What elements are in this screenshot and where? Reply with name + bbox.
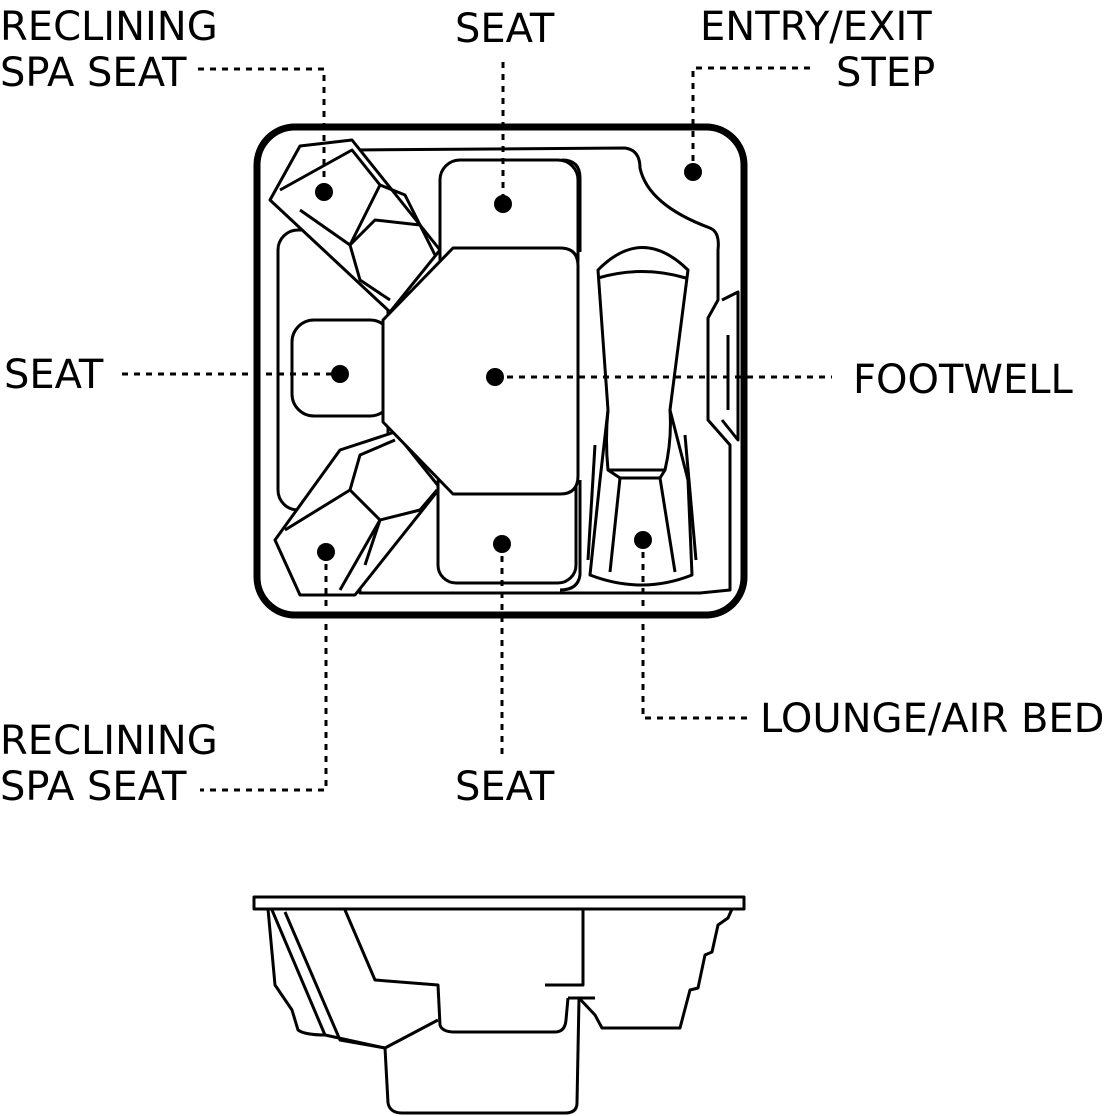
- seat-top-frame: [561, 158, 582, 252]
- label-seat-bottom: SEAT: [455, 764, 555, 810]
- side-view-footwell-step: [384, 1018, 439, 1050]
- label-reclining-bottom-1: RECLINING: [0, 718, 218, 764]
- side-view-inner-2: [283, 911, 386, 1050]
- label-seat-top: SEAT: [455, 6, 555, 52]
- side-view-seat-profile: [343, 909, 570, 1034]
- label-footwell: FOOTWELL: [853, 357, 1074, 403]
- side-view-divider: [545, 910, 585, 987]
- label-reclining-top-2: SPA SEAT: [0, 50, 187, 96]
- reclining-spa-seat-top: [268, 138, 442, 314]
- seat-bottom-frame: [559, 480, 582, 592]
- leader-lines: [122, 62, 832, 792]
- lounge-air-bed: [586, 246, 698, 587]
- spa-side-view: [252, 895, 746, 1115]
- label-reclining-top-1: RECLINING: [0, 4, 218, 50]
- side-view-shell: [266, 907, 734, 1115]
- label-entry-2: STEP: [836, 50, 935, 96]
- footwell-area: [381, 246, 580, 496]
- seat-top-dot: [494, 195, 512, 213]
- side-view-inner-1: [270, 909, 327, 1036]
- side-view-rim: [252, 895, 746, 911]
- label-lounge: LOUNGE/AIR BED: [760, 696, 1104, 742]
- label-seat-left: SEAT: [4, 352, 104, 398]
- spa-top-view: [253, 123, 748, 619]
- reclining-seat-top-dot: [315, 183, 333, 201]
- entry-exit-step-outline: [720, 290, 740, 442]
- label-reclining-bottom-2: SPA SEAT: [0, 764, 187, 810]
- labels: RECLINING SPA SEAT SEAT ENTRY/EXIT STEP …: [0, 4, 1104, 810]
- label-entry-1: ENTRY/EXIT: [700, 4, 932, 50]
